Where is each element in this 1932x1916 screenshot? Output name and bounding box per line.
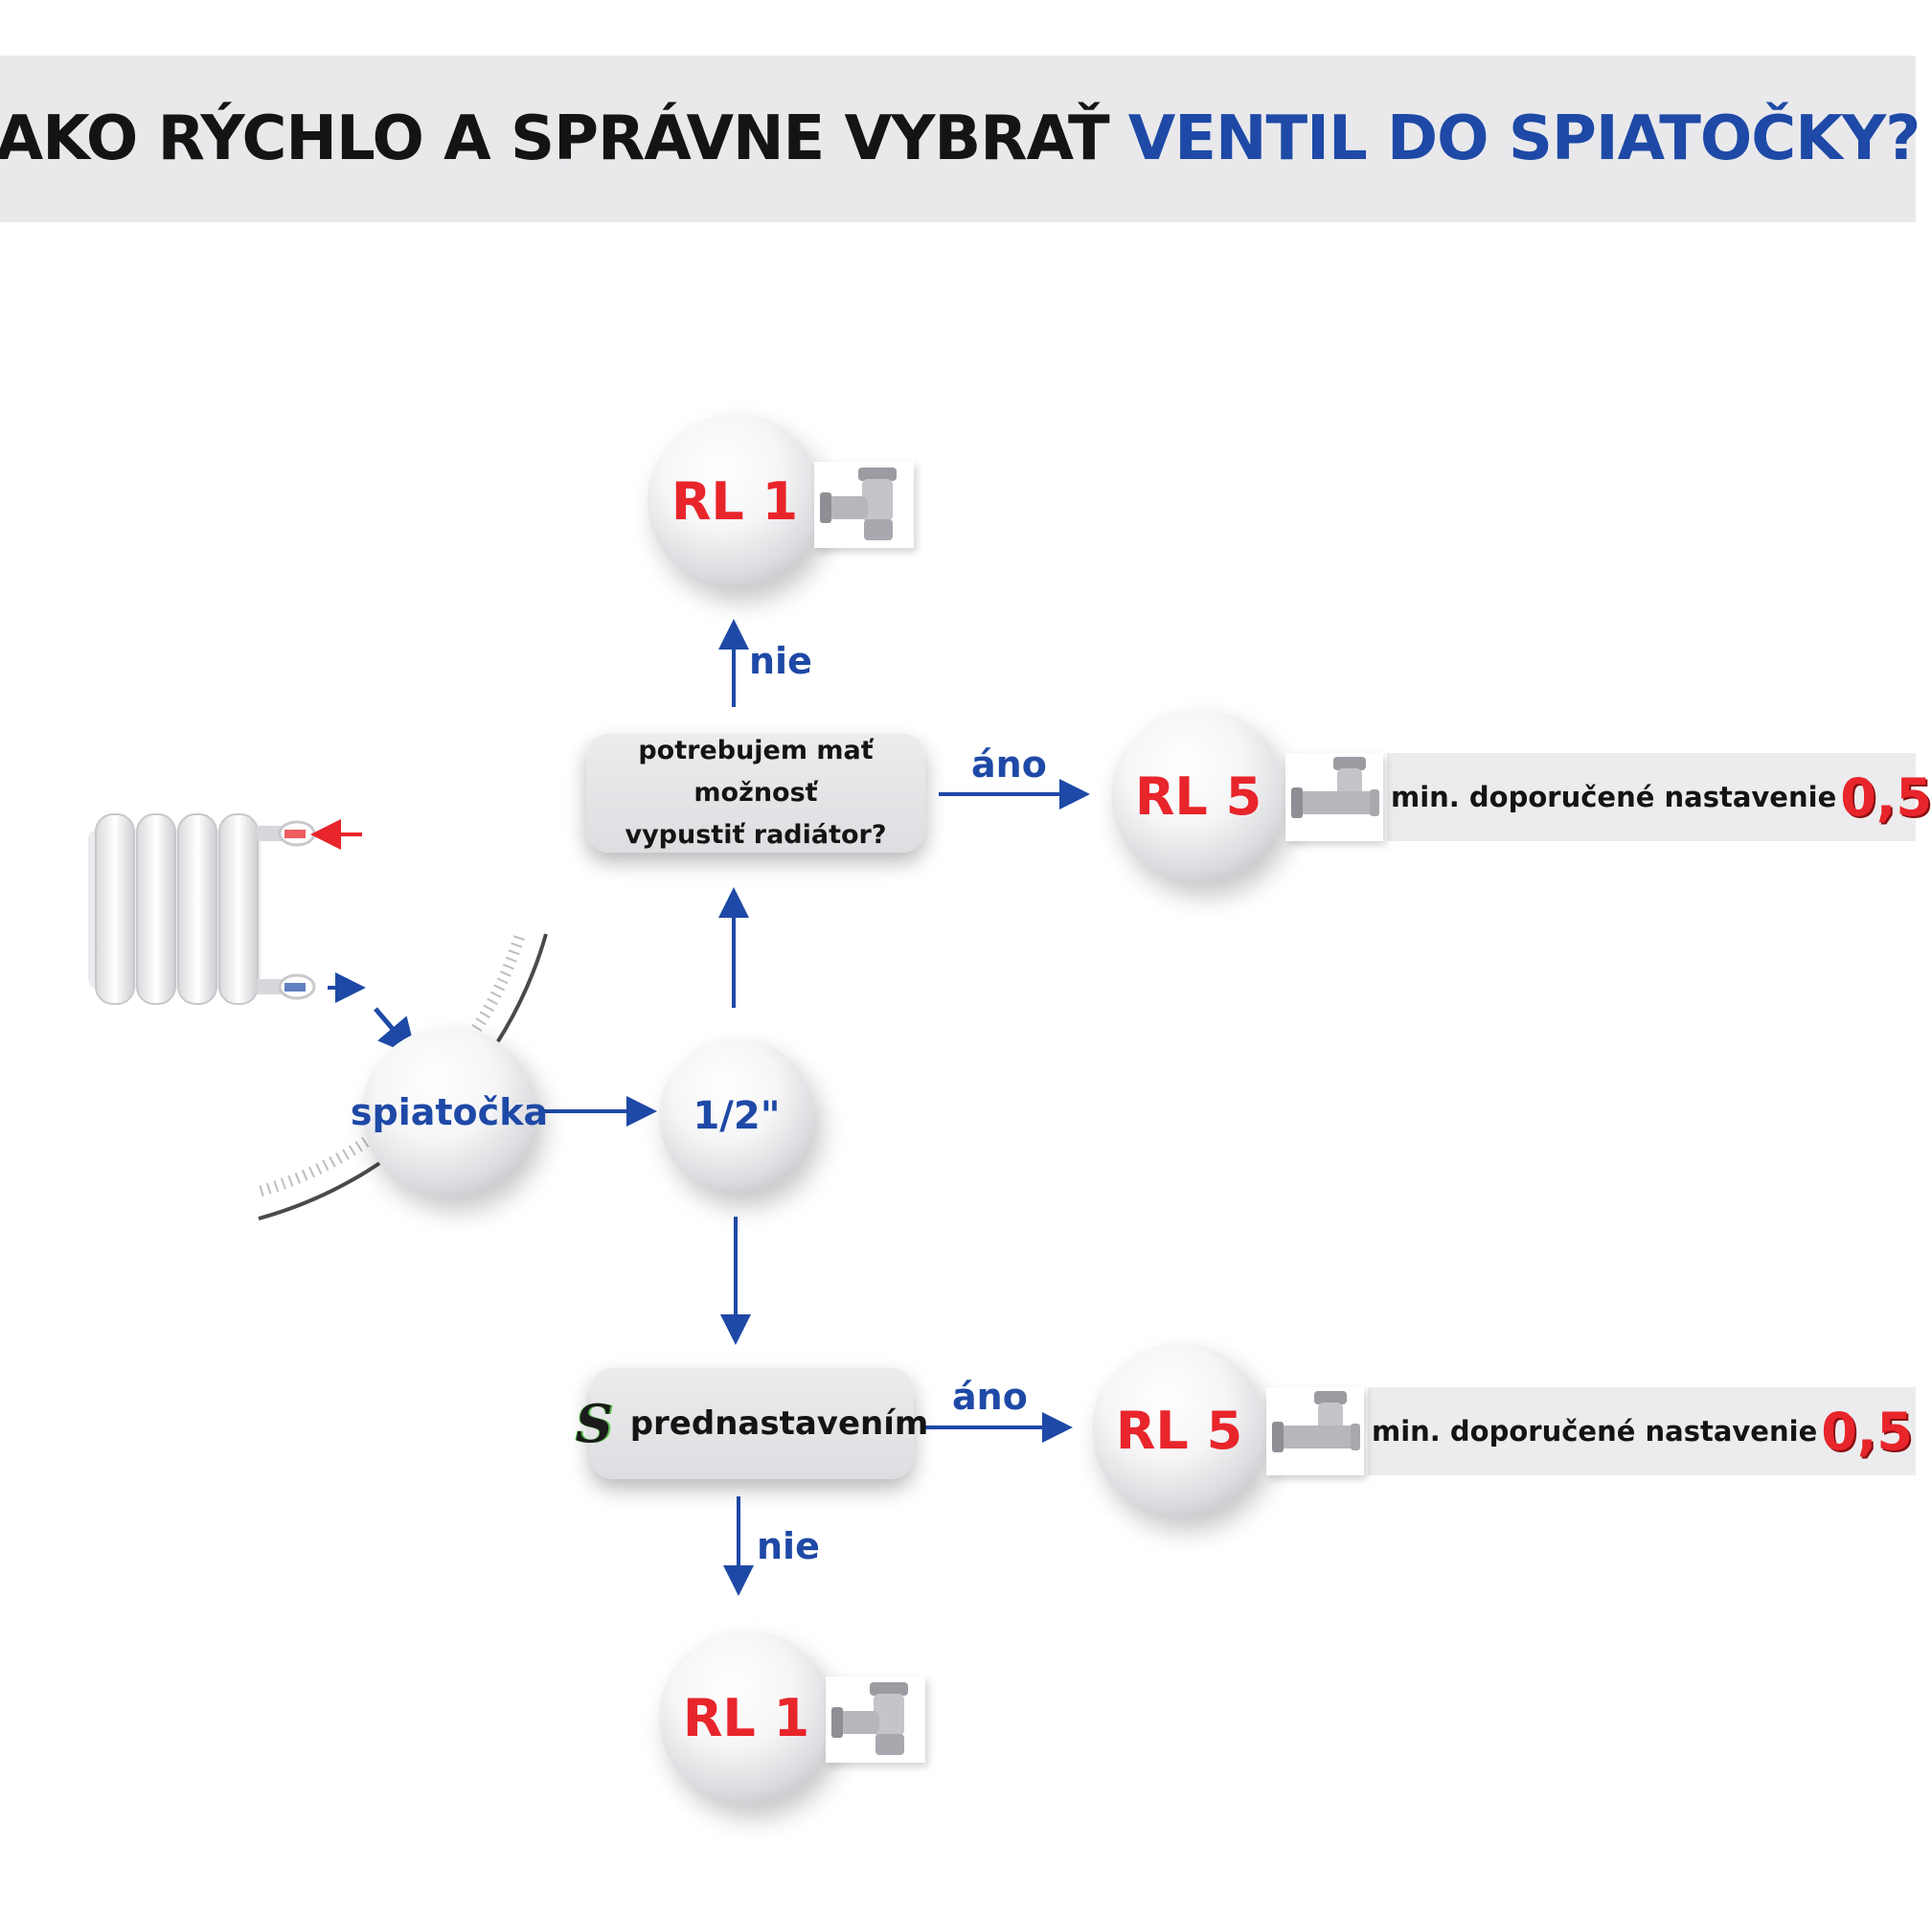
question-drain-line-1: potrebujem mať možnosť: [638, 736, 874, 808]
node-rl5-top-label: RL 5: [1134, 765, 1262, 827]
edge-label-top-yes: áno: [971, 743, 1047, 786]
node-size: 1/2": [659, 1038, 814, 1194]
question-drain-box: potrebujem mať možnosť vypustiť radiátor…: [586, 734, 925, 853]
node-rl1-bottom: RL 1: [659, 1631, 833, 1805]
setting-label-bottom: min. doporučené nastavenie: [1372, 1415, 1818, 1448]
title-part-2: VENTIL DO SPIATOČKY?: [1127, 103, 1921, 174]
title-part-1: AKO RÝCHLO A SPRÁVNE VYBRAŤ: [0, 103, 1110, 174]
question-drain-line-2: vypustiť radiátor?: [625, 820, 887, 850]
question-preset-box: S prednastavením: [576, 1368, 928, 1479]
valve-image-rl5-bottom: [1266, 1387, 1364, 1475]
straight-valve-icon: [1291, 757, 1379, 818]
angle-valve-icon: [820, 468, 897, 540]
radiator-icon: [88, 813, 316, 1005]
node-spiatocka-label: spiatočka: [350, 1091, 549, 1133]
straight-valve-icon: [1272, 1391, 1360, 1452]
node-rl1-top: RL 1: [648, 414, 822, 588]
node-rl5-bottom: RL 5: [1092, 1343, 1266, 1517]
node-rl5-top: RL 5: [1111, 709, 1285, 883]
valve-image-rl1-top: [814, 462, 914, 548]
node-size-label: 1/2": [693, 1094, 781, 1138]
setting-value-top: 0,5: [1840, 766, 1932, 828]
angle-valve-icon: [831, 1682, 908, 1755]
preset-s-logo-icon: S: [575, 1393, 613, 1454]
edge-label-bottom-no: nie: [757, 1525, 820, 1567]
question-preset-label: prednastavením: [629, 1404, 929, 1443]
node-rl5-bottom-label: RL 5: [1115, 1400, 1243, 1461]
node-spiatocka: spiatočka: [351, 1027, 548, 1198]
edge-label-bottom-yes: áno: [952, 1376, 1028, 1418]
node-rl1-bottom-label: RL 1: [682, 1687, 810, 1748]
valve-image-rl5-top: [1285, 753, 1383, 841]
setting-value-bottom: 0,5: [1821, 1401, 1913, 1462]
setting-label-top: min. doporučené nastavenie: [1391, 781, 1837, 813]
valve-image-rl1-bottom: [826, 1676, 925, 1763]
setting-strip-top: min. doporučené nastavenie 0,5: [1387, 753, 1932, 841]
edge-label-top-no: nie: [749, 640, 812, 682]
setting-strip-bottom: min. doporučené nastavenie 0,5: [1368, 1387, 1916, 1475]
node-rl1-top-label: RL 1: [671, 470, 799, 532]
